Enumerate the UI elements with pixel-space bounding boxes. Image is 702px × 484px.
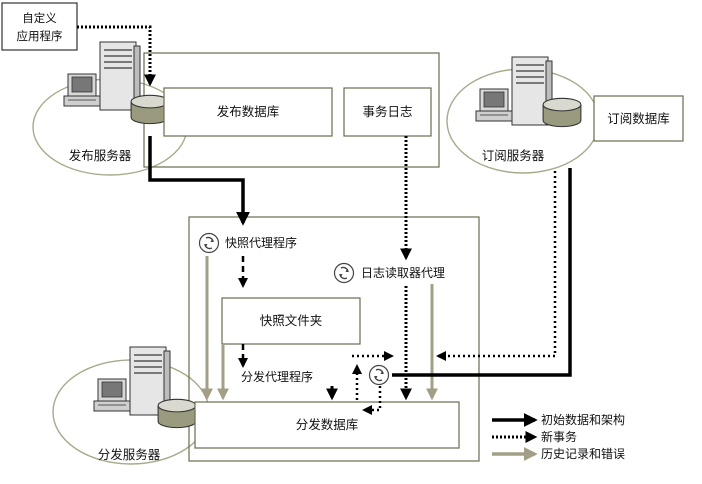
transaction-log-label: 事务日志 <box>362 104 412 119</box>
distribution-db-box <box>194 401 460 449</box>
snapshot-agent-label: 快照代理程序 <box>225 235 297 250</box>
dotted-arrow-app-to-publish <box>77 25 156 87</box>
legend-label-new-transactions: 新事务 <box>541 429 577 444</box>
distribution-agent-label: 分发代理程序 <box>241 369 313 384</box>
publish-db-cylinder <box>130 94 170 125</box>
logreader-agent-label: 日志读取器代理 <box>361 266 445 280</box>
transaction-log-box <box>343 87 432 137</box>
subscribe-db-cylinder <box>542 97 582 128</box>
snapshot-agent-icon <box>198 232 220 254</box>
legend-label-history-errors: 历史记录和错误 <box>541 447 625 461</box>
publish-db-label: 发布数据库 <box>217 104 280 119</box>
black-arrow-subscribe-link <box>392 168 572 377</box>
publish-db-box <box>163 87 333 137</box>
snapshot-folder-box <box>221 297 361 345</box>
black-arrow-publish-to-snapshot <box>148 136 250 226</box>
logreader-agent-icon <box>333 262 355 284</box>
legend-label-initial-data: 初始数据和架构 <box>541 412 625 427</box>
publish-server-label: 发布服务器 <box>69 148 132 163</box>
distribution-db-cylinder <box>157 398 197 429</box>
subscribe-server-label: 订阅服务器 <box>482 148 545 163</box>
distribution-server-label: 分发服务器 <box>98 447 161 462</box>
custom-app-label-1: 自定义 <box>22 11 57 25</box>
custom-app-label-2: 应用程序 <box>17 29 63 43</box>
legend: 初始数据和架构 新事务 历史记录和错误 <box>492 412 625 461</box>
distribution-container <box>188 216 480 462</box>
distribution-db-label: 分发数据库 <box>296 417 359 432</box>
subscribe-db-label: 订阅数据库 <box>607 111 670 126</box>
publish-server-icon <box>63 41 141 111</box>
snapshot-folder-label: 快照文件夹 <box>260 313 323 328</box>
dotted-arrow-to-subscribe <box>436 168 557 361</box>
subscribe-server-icon <box>475 56 553 126</box>
distribution-agent-icon <box>368 364 390 386</box>
subscribe-db-box <box>593 95 684 142</box>
